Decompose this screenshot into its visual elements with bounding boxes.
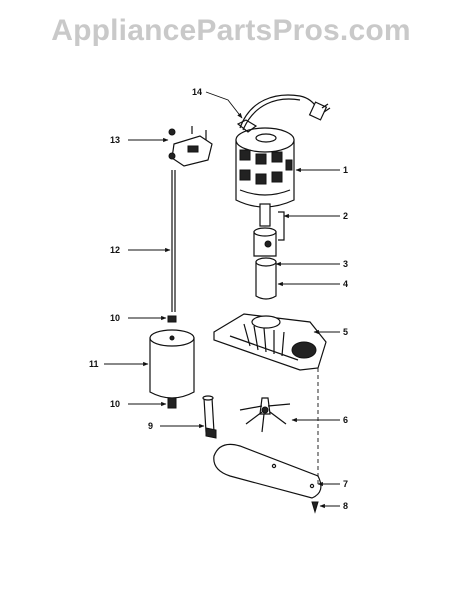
callout-10-lower: 10 xyxy=(110,399,120,409)
part-12-float-rod xyxy=(171,170,176,312)
callout-11: 11 xyxy=(89,359,99,369)
callout-9: 9 xyxy=(148,421,153,431)
part-14-power-cord xyxy=(239,94,331,131)
part-8-screw xyxy=(311,501,319,514)
watermark-logo: AppliancePartsPros.com xyxy=(51,14,411,47)
part-2-shaft-key xyxy=(259,203,285,241)
callout-6: 6 xyxy=(343,415,348,425)
callout-8: 8 xyxy=(343,501,348,511)
part-11-float xyxy=(149,329,195,399)
callout-3: 3 xyxy=(343,259,348,269)
part-4-sleeve xyxy=(255,257,277,300)
callout-4: 4 xyxy=(343,279,348,289)
callout-5: 5 xyxy=(343,327,348,337)
leader-lines xyxy=(104,91,340,509)
part-9-discharge-fitting xyxy=(202,395,217,439)
callout-10-upper: 10 xyxy=(110,313,120,323)
part-10-rod-stop-lower xyxy=(167,397,177,409)
callout-14: 14 xyxy=(192,87,202,97)
part-10-rod-stop-upper xyxy=(167,315,177,323)
part-1-motor xyxy=(235,119,295,208)
part-13-float-switch xyxy=(168,126,213,167)
part-6-impeller xyxy=(239,397,291,433)
part-7-base-plate xyxy=(213,443,322,499)
part-3-coupler xyxy=(253,227,277,257)
callout-2: 2 xyxy=(343,211,348,221)
callout-13: 13 xyxy=(110,135,120,145)
callout-7: 7 xyxy=(343,479,348,489)
callout-12: 12 xyxy=(110,245,120,255)
part-5-pump-housing xyxy=(213,313,327,371)
callout-1: 1 xyxy=(343,165,348,175)
